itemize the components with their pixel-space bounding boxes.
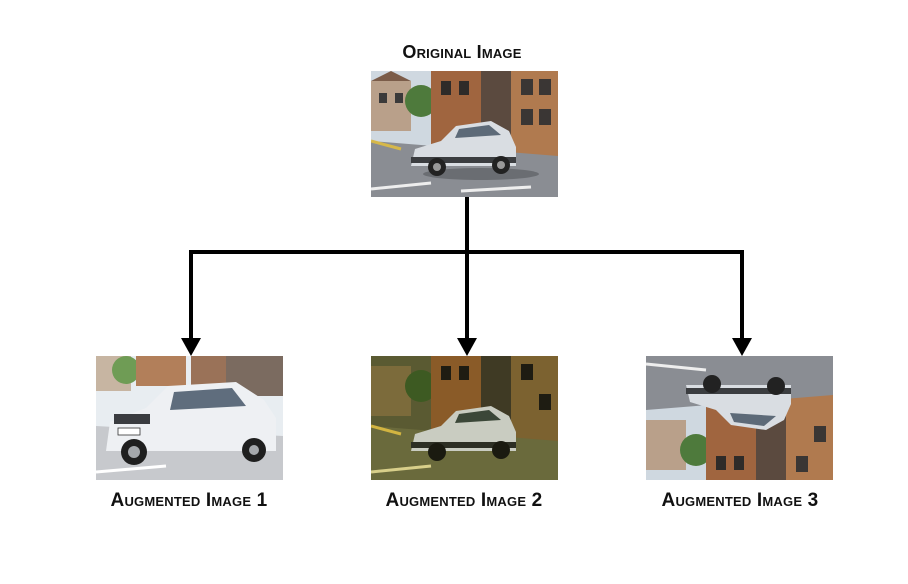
augmented-image-1-label: Augmented Image 1 [110,490,268,511]
augmented-image-1 [96,356,283,480]
augmented-image-3-label: Augmented Image 3 [661,490,819,511]
car-photo-icon [371,356,558,480]
arrow-down-icon [732,338,752,356]
augmented-image-2 [371,356,558,480]
arrow-down-icon [457,338,477,356]
car-photo-icon [646,356,833,480]
car-photo-icon [96,356,283,480]
car-photo-icon [371,71,558,197]
original-image [371,71,558,197]
arrow-down-icon [181,338,201,356]
augmented-image-2-label: Augmented Image 2 [385,490,543,511]
augmented-image-3 [646,356,833,480]
original-image-label: Original Image [402,42,522,62]
